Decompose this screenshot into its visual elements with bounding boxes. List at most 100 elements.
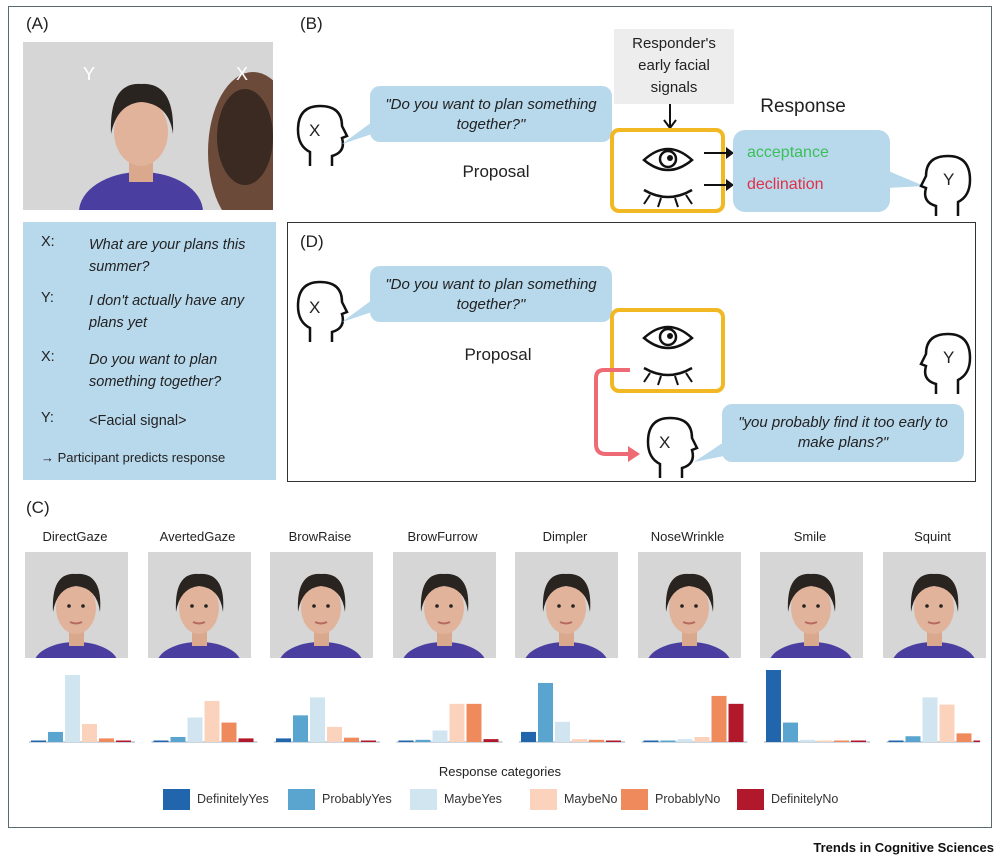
bar-DefinitelyNo <box>606 740 621 742</box>
response-bar-chart <box>29 670 980 743</box>
head-x-icon <box>296 104 349 166</box>
bar-DefinitelyNo <box>483 739 499 742</box>
head-y-icon <box>919 154 972 216</box>
panel-d-frame <box>287 222 976 482</box>
legend-label: DefinitelyNo <box>771 792 839 806</box>
dialog-speaker: X: <box>41 349 55 365</box>
expression-label: DirectGaze <box>42 529 108 544</box>
dialog-speaker: Y: <box>41 410 54 426</box>
legend-swatch <box>410 789 437 810</box>
photo-label-x: X <box>236 64 249 84</box>
bar-ProbablyYes <box>783 722 798 742</box>
proposal-bubble: "Do you want to plan something together?… <box>370 86 612 142</box>
response-box: acceptance declination <box>733 130 890 212</box>
eye-icons <box>642 147 694 208</box>
bar-ProbablyYes <box>538 682 553 742</box>
head-x-label-d: X <box>309 298 321 317</box>
legend-swatch <box>621 789 648 810</box>
legend-swatch <box>530 789 557 810</box>
bar-MaybeYes <box>555 721 570 742</box>
panel-label-c: (C) <box>26 498 50 517</box>
head-x-icon-d <box>296 280 349 342</box>
expression-label: Squint <box>914 529 951 544</box>
expression-label: AvertedGaze <box>159 529 236 544</box>
bar-DefinitelyNo <box>238 738 254 742</box>
panel-label-d: (D) <box>300 232 324 251</box>
panel-label-a: (A) <box>26 14 49 33</box>
arrow-down-icon <box>663 104 677 130</box>
eye-signal-box <box>610 128 725 213</box>
head-x2-icon <box>646 416 699 478</box>
response-arrows <box>704 147 734 191</box>
head-y-label-d: Y <box>943 348 955 367</box>
avatar-face-image <box>25 552 128 658</box>
expression-label: BrowFurrow <box>407 529 478 544</box>
legend-label: MaybeNo <box>564 792 618 806</box>
dialog-text: What are your plans this summer? <box>89 237 246 275</box>
bar-DefinitelyNo <box>728 703 744 742</box>
panel-label-b: (B) <box>300 14 323 33</box>
response-title: Response <box>760 96 846 117</box>
footer-journal: Trends in Cognitive Sciences <box>813 840 994 855</box>
bar-DefinitelyNo <box>361 740 376 742</box>
head-x-label: X <box>309 121 321 140</box>
proposal-question-d: "Do you want to plan something together?… <box>385 276 597 313</box>
bubble-tail <box>342 122 372 144</box>
dialog-footer: → Participant predicts response <box>41 450 226 465</box>
bar-MaybeYes <box>432 730 448 742</box>
conversation-photo: Y X <box>23 42 273 210</box>
figure-frame <box>8 6 992 828</box>
legend-label: ProbablyYes <box>322 792 392 806</box>
legend-swatch <box>288 789 315 810</box>
dialog-speaker: X: <box>41 234 55 250</box>
bar-DefinitelyYes <box>643 740 659 742</box>
response-tail <box>886 170 924 188</box>
head-x2-label: X <box>659 433 671 452</box>
expression-label: Dimpler <box>542 529 588 544</box>
head-y-icon-d <box>919 332 972 394</box>
bar-DefinitelyYes <box>31 740 46 742</box>
bar-ProbablyYes <box>415 739 431 742</box>
bar-ProbablyNo <box>221 722 237 742</box>
dialog-text: <Facial signal> <box>89 413 187 429</box>
bar-DefinitelyYes <box>521 731 536 742</box>
bar-DefinitelyYes <box>276 738 291 742</box>
bar-MaybeNo <box>694 736 710 742</box>
bar-ProbablyNo <box>99 738 114 742</box>
legend-swatch <box>737 789 764 810</box>
avatar-face-image <box>515 552 618 658</box>
expression-label: BrowRaise <box>288 529 352 544</box>
bar-MaybeYes <box>800 739 815 742</box>
bar-MaybeNo <box>82 724 97 742</box>
acceptance-label: acceptance <box>747 144 829 161</box>
expression-label: NoseWrinkle <box>650 529 725 544</box>
legend-swatch <box>163 789 190 810</box>
bar-ProbablyYes <box>905 736 921 742</box>
dialog-text: I don't actually have any plans yet <box>89 293 245 331</box>
bar-MaybeNo <box>204 700 220 742</box>
avatar-face-image <box>637 552 741 658</box>
bar-MaybeNo <box>449 703 465 742</box>
followup-tail <box>694 442 724 462</box>
proposal-question: "Do you want to plan something together?… <box>385 96 597 133</box>
bar-ProbablyNo <box>466 703 482 742</box>
followup-text: "you probably find it too early to make … <box>738 414 948 451</box>
legend-label: ProbablyNo <box>655 792 721 806</box>
avatar-face-image <box>270 552 373 658</box>
bar-DefinitelyNo <box>116 740 131 742</box>
bar-MaybeNo <box>572 739 587 742</box>
dialog-speaker: Y: <box>41 290 54 306</box>
head-y-label: Y <box>943 170 955 189</box>
legend-label: DefinitelyYes <box>197 792 269 806</box>
bar-DefinitelyYes <box>888 740 904 742</box>
proposal-bubble-d: "Do you want to plan something together?… <box>370 266 612 322</box>
bar-DefinitelyNo <box>973 740 980 742</box>
expression-label: Smile <box>793 529 827 544</box>
bar-ProbablyNo <box>344 737 359 742</box>
bar-ProbablyYes <box>660 740 676 742</box>
avatar-face-image <box>147 552 251 658</box>
bar-DefinitelyNo <box>851 740 866 742</box>
bar-ProbablyYes <box>170 736 186 742</box>
bar-MaybeYes <box>187 717 203 742</box>
photo-label-y: Y <box>83 64 96 84</box>
